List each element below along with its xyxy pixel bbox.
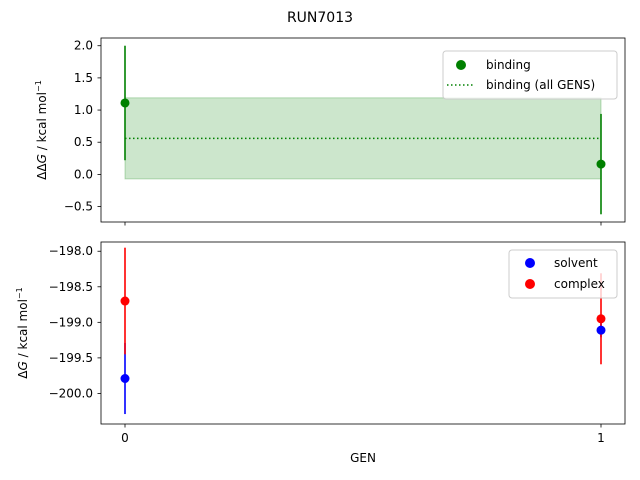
bottom-yticks: −200.0 −199.5 −199.0 −198.5 −198.0 [49,244,101,400]
bottom-legend-box [508,249,618,299]
solvent-point-0 [120,374,130,383]
bottom-ytick-label-3: −198.5 [49,280,93,294]
legend-binding-label: binding [486,58,531,72]
figure-title: RUN7013 [287,10,353,26]
complex-point-0 [120,296,130,306]
bottom-x-axis-label: GEN [350,451,376,465]
legend-complex-marker [525,279,535,289]
top-legend-box [442,50,618,100]
top-ytick-label-5: 2.0 [74,39,93,53]
top-y-axis-label: ΔΔG / kcal mol−1 [34,80,49,180]
top-points [120,98,606,169]
top-ytick-label-2: 0.5 [74,135,93,149]
bottom-ytick-label-2: −199.0 [49,315,93,329]
bottom-legend: solvent complex [508,249,618,299]
bottom-ytick-label-0: −200.0 [49,386,93,400]
solvent-point-1 [596,325,606,335]
legend-solvent-marker [525,258,535,268]
legend-binding-all-label: binding (all GENS) [486,78,595,92]
legend-binding-marker [456,60,466,70]
top-yticks: −0.5 0.0 0.5 1.0 1.5 2.0 [64,39,101,214]
legend-solvent-label: solvent [554,256,598,270]
top-xticks [124,222,602,226]
complex-point-1 [596,314,606,324]
top-plot-frame [100,37,626,223]
top-ytick-label-0: −0.5 [64,200,93,214]
bottom-points [120,296,606,383]
bottom-xtick-label-1: 1 [597,431,605,445]
bottom-xtick-label-0: 0 [121,431,129,445]
bottom-ytick-label-4: −198.0 [49,244,93,258]
bottom-ytick-label-1: −199.5 [49,351,93,365]
legend-complex-label: complex [554,277,605,291]
top-ytick-label-3: 1.0 [74,103,93,117]
binding-point-1 [596,159,606,169]
top-legend: binding binding (all GENS) [442,50,618,100]
bottom-plot-frame [100,241,626,425]
top-ytick-label-1: 0.0 [74,167,93,181]
binding-point-0 [120,98,130,108]
top-ytick-label-4: 1.5 [74,71,93,85]
bottom-y-axis-label: ΔG / kcal mol−1 [15,287,30,378]
top-panel: −0.5 0.0 0.5 1.0 1.5 2.0 ΔΔG / kcal mol−1 bin… [34,37,626,226]
